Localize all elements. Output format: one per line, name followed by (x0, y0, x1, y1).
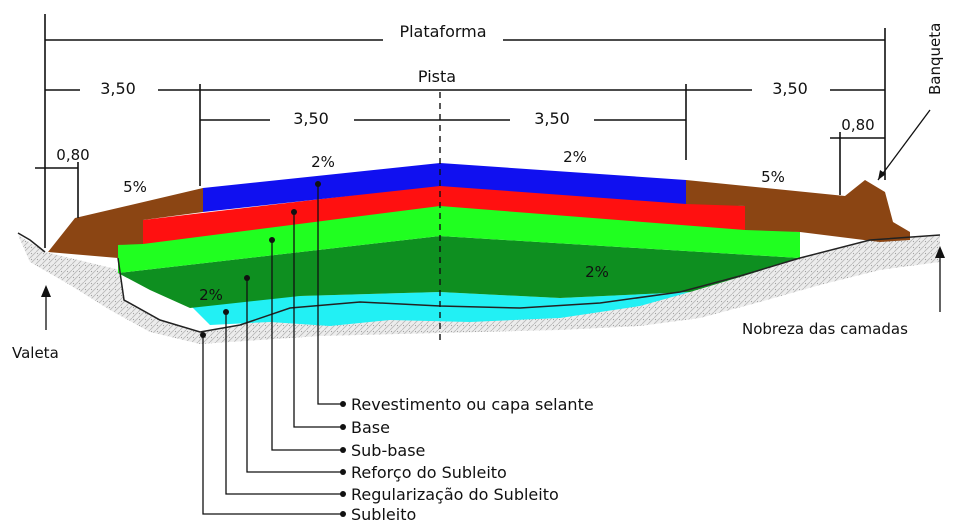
layer-label-subleito: Subleito (351, 505, 416, 522)
layer-reforco (118, 236, 800, 308)
layer-base (143, 185, 745, 244)
nobreza-label: Nobreza das camadas (742, 320, 908, 338)
leader-regularizacao (225, 312, 343, 495)
outer-right-dim: 3,50 (772, 79, 808, 98)
inner-right-dim: 3,50 (534, 109, 570, 128)
layer-revestimento (203, 163, 686, 212)
leader-base (293, 212, 343, 428)
layer-label-regularizacao: Regularização do Subleito (351, 485, 559, 504)
slope-top-right: 2% (563, 148, 587, 166)
valeta-label: Valeta (12, 344, 59, 362)
plataforma-label: Plataforma (399, 22, 486, 41)
pista-label: Pista (418, 67, 456, 86)
leader-reforco (246, 278, 343, 473)
layer-label-base: Base (351, 418, 390, 437)
slope-sub-base-right: 2% (585, 263, 609, 281)
slope-right-shoulder: 5% (761, 168, 785, 186)
ground-outline (17, 232, 941, 333)
shoulder-left-dim: 0,80 (56, 146, 89, 164)
shoulder-right-dim: 0,80 (841, 116, 874, 134)
banqueta-leader (877, 109, 931, 181)
layer-regularizacao (190, 292, 690, 326)
layer-label-sub-base: Sub-base (351, 441, 425, 460)
banqueta-label: Banqueta (926, 23, 944, 95)
slope-top-left: 2% (311, 153, 335, 171)
slope-subgrade-left: 2% (199, 286, 223, 304)
outer-left-dim: 3,50 (100, 79, 136, 98)
layer-sub-base (118, 205, 800, 273)
leader-sub-base (271, 240, 343, 451)
layer-label-reforco: Reforço do Subleito (351, 463, 507, 482)
leader-subleito (202, 335, 343, 515)
inner-left-dim: 3,50 (293, 109, 329, 128)
slope-left-shoulder: 5% (123, 178, 147, 196)
right-shoulder (686, 180, 910, 242)
layer-leaders (200, 181, 346, 517)
layer-label-revestimento: Revestimento ou capa selante (351, 395, 594, 414)
leader-revestimento (317, 184, 343, 405)
left-shoulder (48, 188, 203, 258)
